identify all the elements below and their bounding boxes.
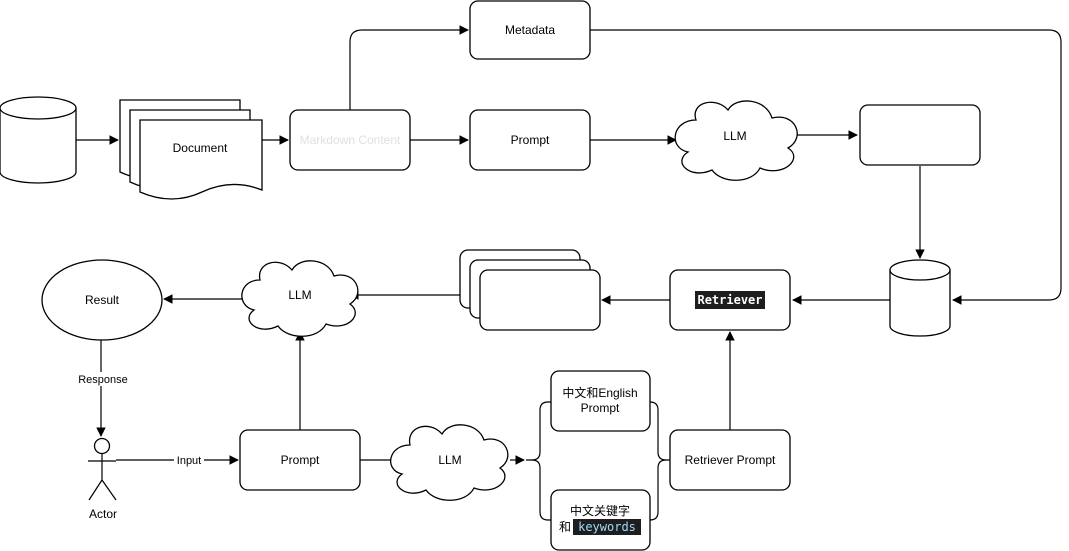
prompt-bottom-label: Prompt	[281, 453, 320, 467]
retriever-node: Retriever	[669, 269, 791, 331]
prompt-top-label: Prompt	[511, 133, 550, 147]
retrieved-docs-stack	[459, 249, 601, 331]
result-label: Result	[85, 293, 120, 307]
llm-bottom-cloud: LLM	[390, 424, 509, 501]
edge-rbrace-lower	[649, 459, 667, 521]
llm-bottom-label: LLM	[438, 453, 461, 467]
database-icon	[0, 96, 77, 184]
edge-metadata-to-vectorstore	[590, 29, 1062, 305]
prompt-bottom-node: Prompt	[239, 429, 361, 491]
actor-label: Actor	[89, 507, 117, 521]
vector-store-icon	[889, 259, 951, 337]
bilingual-prompt-node: 中文和English Prompt	[550, 370, 651, 432]
retriever-prompt-node: Retriever Prompt	[669, 429, 791, 491]
llm-mid-label: LLM	[288, 288, 311, 302]
response-label: Response	[78, 374, 128, 386]
llm-output-node	[859, 104, 981, 166]
keywords-label-line1: 中文关键字	[570, 503, 630, 518]
result-node: Result	[41, 259, 163, 341]
prompt-top-node: Prompt	[469, 109, 591, 171]
keywords-label-prefix: 和	[559, 520, 571, 534]
markdown-content-node: Markdown Content	[289, 109, 411, 171]
metadata-node: Metadata	[469, 0, 591, 60]
bilingual-prompt-label-line1: 中文和English	[562, 385, 637, 400]
document-stack: Document	[119, 99, 263, 200]
markdown-content-label: Markdown Content	[300, 133, 401, 147]
llm-top-cloud: LLM	[674, 100, 798, 181]
edge-rbrace-upper	[649, 401, 670, 461]
document-label: Document	[173, 141, 228, 155]
edge-markdown-to-metadata	[349, 25, 469, 110]
keywords-node: 中文关键字 和 keywords	[550, 489, 651, 551]
keywords-code-bg	[573, 519, 641, 535]
llm-top-label: LLM	[723, 129, 746, 143]
keywords-code-label: keywords	[578, 520, 636, 534]
metadata-label: Metadata	[505, 23, 555, 37]
retriever-code-bg	[695, 291, 765, 309]
edge-brace-lower	[531, 459, 551, 521]
edge-brace-upper	[526, 401, 551, 461]
response-edge-label: Response	[78, 372, 128, 386]
bilingual-prompt-label-line2: Prompt	[581, 401, 620, 415]
input-label: Input	[177, 455, 201, 467]
retriever-prompt-label: Retriever Prompt	[685, 453, 776, 467]
actor-icon: Actor	[88, 437, 117, 521]
input-edge-label: Input	[174, 453, 204, 467]
retriever-label: Retriever	[697, 293, 762, 307]
llm-mid-cloud: LLM	[241, 260, 359, 337]
